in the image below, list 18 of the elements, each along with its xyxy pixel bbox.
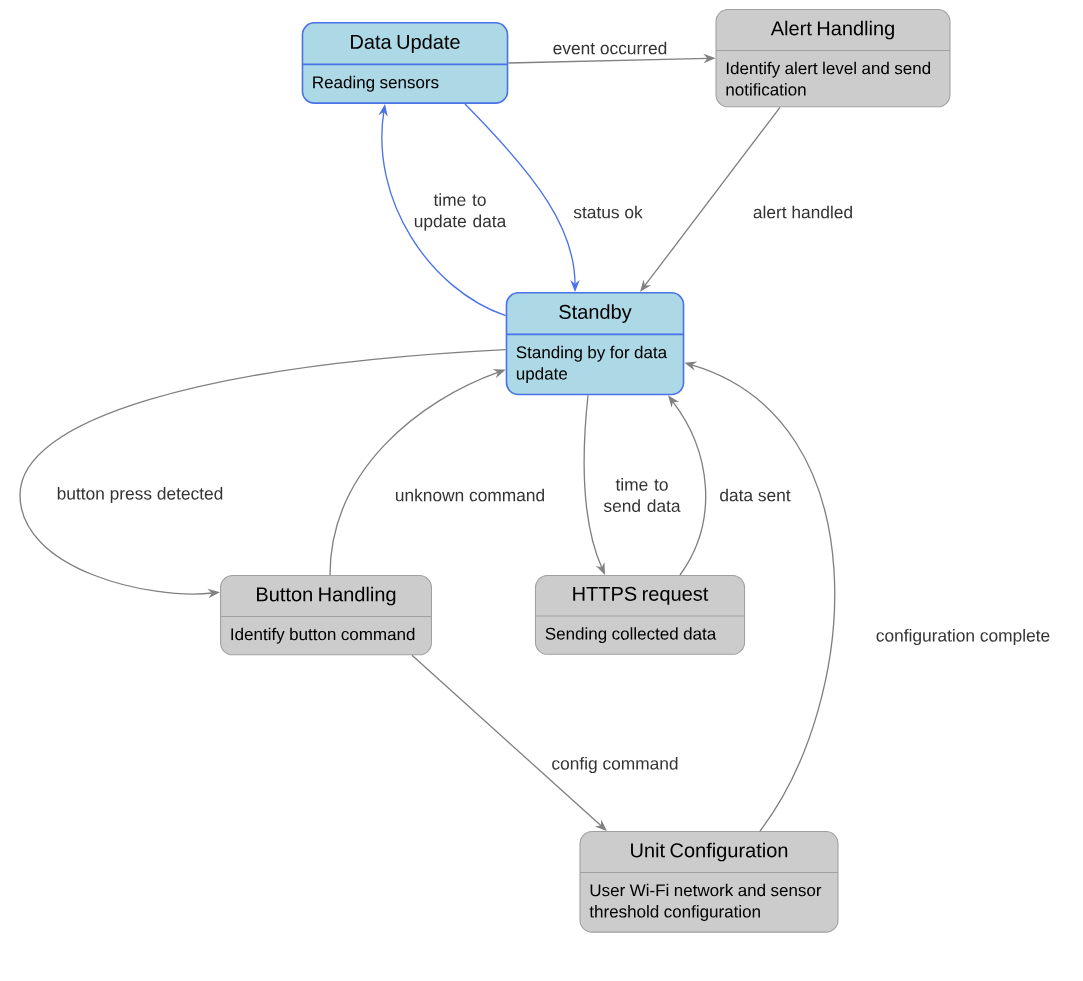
edge-label: data sent bbox=[716, 485, 794, 505]
state-box: Standby Standing by for data update bbox=[505, 292, 685, 396]
edge-label: time to send data bbox=[598, 475, 686, 515]
edge-label: alert handled bbox=[750, 202, 856, 222]
state-box: Data Update Reading sensors bbox=[301, 22, 509, 104]
edge-label: status ok bbox=[570, 202, 646, 222]
edge-label: configuration complete bbox=[873, 626, 1053, 648]
state-box: HTTPS request Sending collected data bbox=[534, 575, 746, 655]
edge-label: button press detected bbox=[54, 484, 226, 506]
edge-label: time to update data bbox=[410, 190, 510, 234]
edge-label: config command bbox=[548, 754, 682, 776]
edge-label: event occurred bbox=[550, 38, 670, 58]
edge-label: unknown command bbox=[392, 485, 548, 505]
state-box: Alert Handling Identify alert level and send notification bbox=[715, 9, 951, 108]
arrow bbox=[411, 654, 607, 831]
arrow bbox=[640, 106, 781, 292]
state-box: Unit Configuration User Wi-Fi network and sensor threshold configuration bbox=[579, 831, 839, 933]
state-box: Button Handling Identify button command bbox=[220, 575, 432, 656]
